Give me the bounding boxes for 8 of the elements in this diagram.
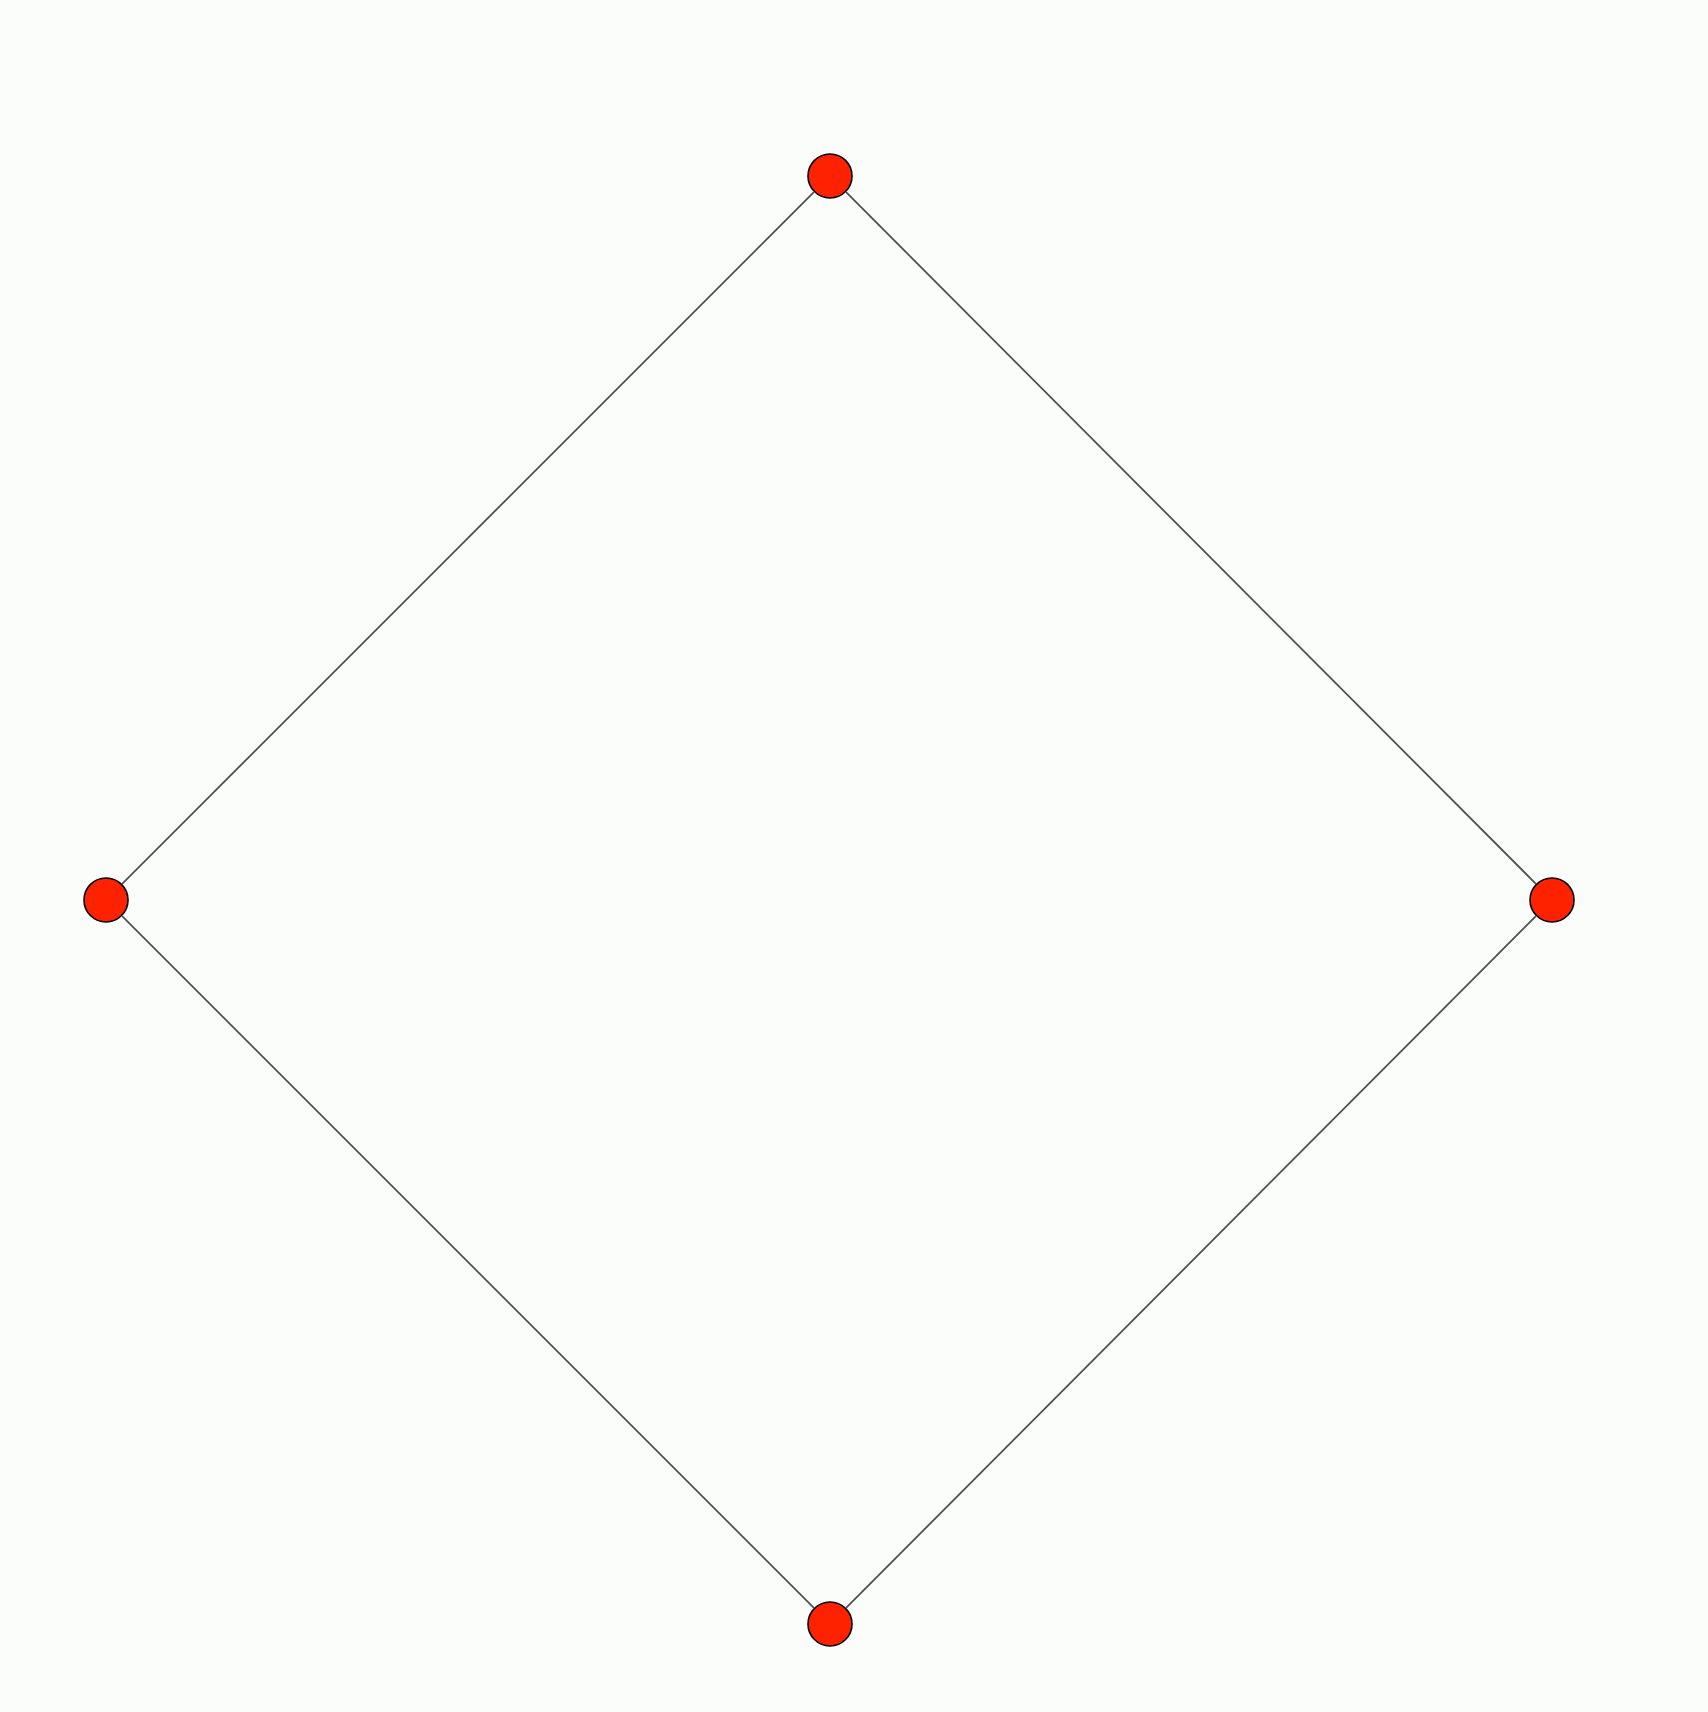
- connector-line: [121, 191, 815, 885]
- dot-node: [807, 153, 853, 199]
- dot-node: [83, 877, 129, 923]
- connector-line: [845, 915, 1537, 1609]
- dot-node: [1529, 877, 1575, 923]
- connector-line: [121, 915, 815, 1609]
- dot-node: [807, 1601, 853, 1647]
- connector-line: [845, 191, 1537, 885]
